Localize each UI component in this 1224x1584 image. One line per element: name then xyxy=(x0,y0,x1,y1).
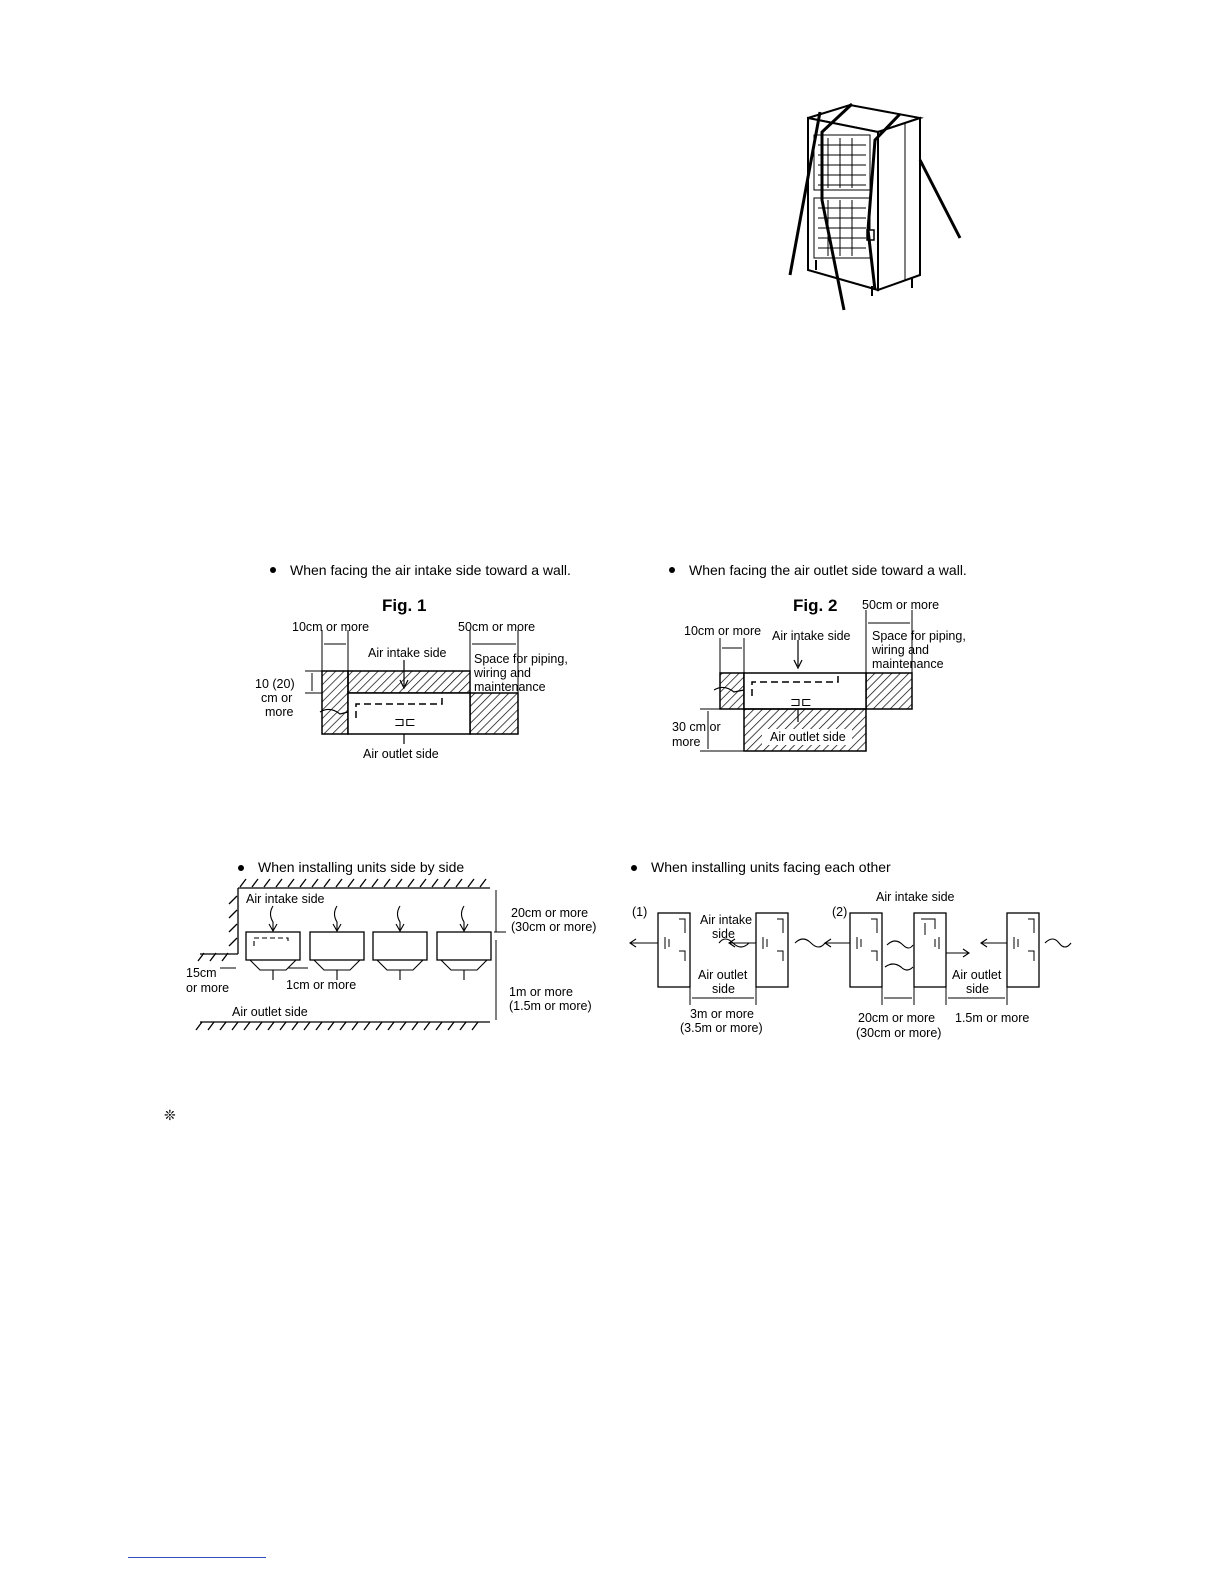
fig2-space-3: maintenance xyxy=(872,657,944,671)
fig1-vertical-2: cm or xyxy=(261,691,293,705)
side-left-clear-1: 15cm xyxy=(186,966,217,980)
fig1-diagram: ⊐⊏ xyxy=(305,630,519,744)
bullet xyxy=(238,865,244,871)
fig1-space-3: maintenance xyxy=(474,680,546,694)
fig2-space-2: wiring and xyxy=(872,643,929,657)
facing-label-2: (2) xyxy=(832,905,848,919)
fig1-vertical-3: more xyxy=(265,705,294,719)
fig1-right-clearance: 50cm or more xyxy=(458,620,536,634)
side-top-clear-2: (30cm or more) xyxy=(511,920,597,934)
facing-outlet2-2: side xyxy=(966,982,989,996)
side-left-clear-2: or more xyxy=(186,981,230,995)
caption-outlet-wall: When facing the air outlet side toward a… xyxy=(689,562,967,578)
svg-text:Air outlet side: Air outlet side xyxy=(770,730,846,744)
fig1-space-1: Space for piping, xyxy=(474,652,568,666)
bullet xyxy=(270,567,276,573)
facing-dist2-2: (30cm or more) xyxy=(856,1026,942,1040)
footer-rule xyxy=(128,1557,266,1558)
side-top-clear-1: 20cm or more xyxy=(511,906,589,920)
fig1-intake-label: Air intake side xyxy=(368,646,447,660)
facing-dist1-1: 3m or more xyxy=(690,1007,754,1021)
bullet xyxy=(631,865,637,871)
svg-text:⊐⊏: ⊐⊏ xyxy=(790,694,812,709)
facing-outlet1-1: Air outlet xyxy=(698,968,748,982)
unit-lifting-illustration xyxy=(788,102,962,311)
fig1-outlet-label: Air outlet side xyxy=(363,747,439,761)
fig1-space-2: wiring and xyxy=(474,666,531,680)
facing-outlet2-1: Air outlet xyxy=(952,968,1002,982)
side-outlet-label: Air outlet side xyxy=(232,1005,308,1019)
side-bottom-clear-2: (1.5m or more) xyxy=(509,999,592,1013)
fig2-diagram: Air outlet side ⊐⊏ xyxy=(700,610,913,752)
facing-dist1-2: (3.5m or more) xyxy=(680,1021,763,1035)
bullet xyxy=(669,567,675,573)
facing-outlet1-2: side xyxy=(712,982,735,996)
side-between: 1cm or more xyxy=(286,978,357,992)
facing-dist3: 1.5m or more xyxy=(955,1011,1030,1025)
fig2-title: Fig. 2 xyxy=(793,596,838,615)
caption-intake-wall: When facing the air intake side toward a… xyxy=(290,562,571,578)
svg-text:⊐⊏: ⊐⊏ xyxy=(394,714,416,729)
facing-diagram xyxy=(629,912,1072,1005)
note-symbol: ❊ xyxy=(164,1107,176,1123)
fig2-space-1: Space for piping, xyxy=(872,629,966,643)
facing-dist2-1: 20cm or more xyxy=(858,1011,936,1025)
side-by-side-diagram xyxy=(195,878,506,1031)
caption-side-by-side: When installing units side by side xyxy=(258,859,465,875)
facing-label-1: (1) xyxy=(632,905,648,919)
fig2-bottom-2: more xyxy=(672,735,701,749)
fig1-vertical-1: 10 (20) xyxy=(255,677,295,691)
facing-intake1-1: Air intake xyxy=(700,913,753,927)
side-bottom-clear-1: 1m or more xyxy=(509,985,573,999)
fig2-right-clearance: 50cm or more xyxy=(862,598,940,612)
fig2-left-clearance: 10cm or more xyxy=(684,624,762,638)
facing-intake1-2: side xyxy=(712,927,735,941)
fig1-left-clearance: 10cm or more xyxy=(292,620,370,634)
fig2-intake-label: Air intake side xyxy=(772,629,851,643)
caption-facing: When installing units facing each other xyxy=(651,859,891,875)
fig1-title: Fig. 1 xyxy=(382,596,427,615)
side-intake-label: Air intake side xyxy=(246,892,325,906)
facing-intake-top: Air intake side xyxy=(876,890,955,904)
